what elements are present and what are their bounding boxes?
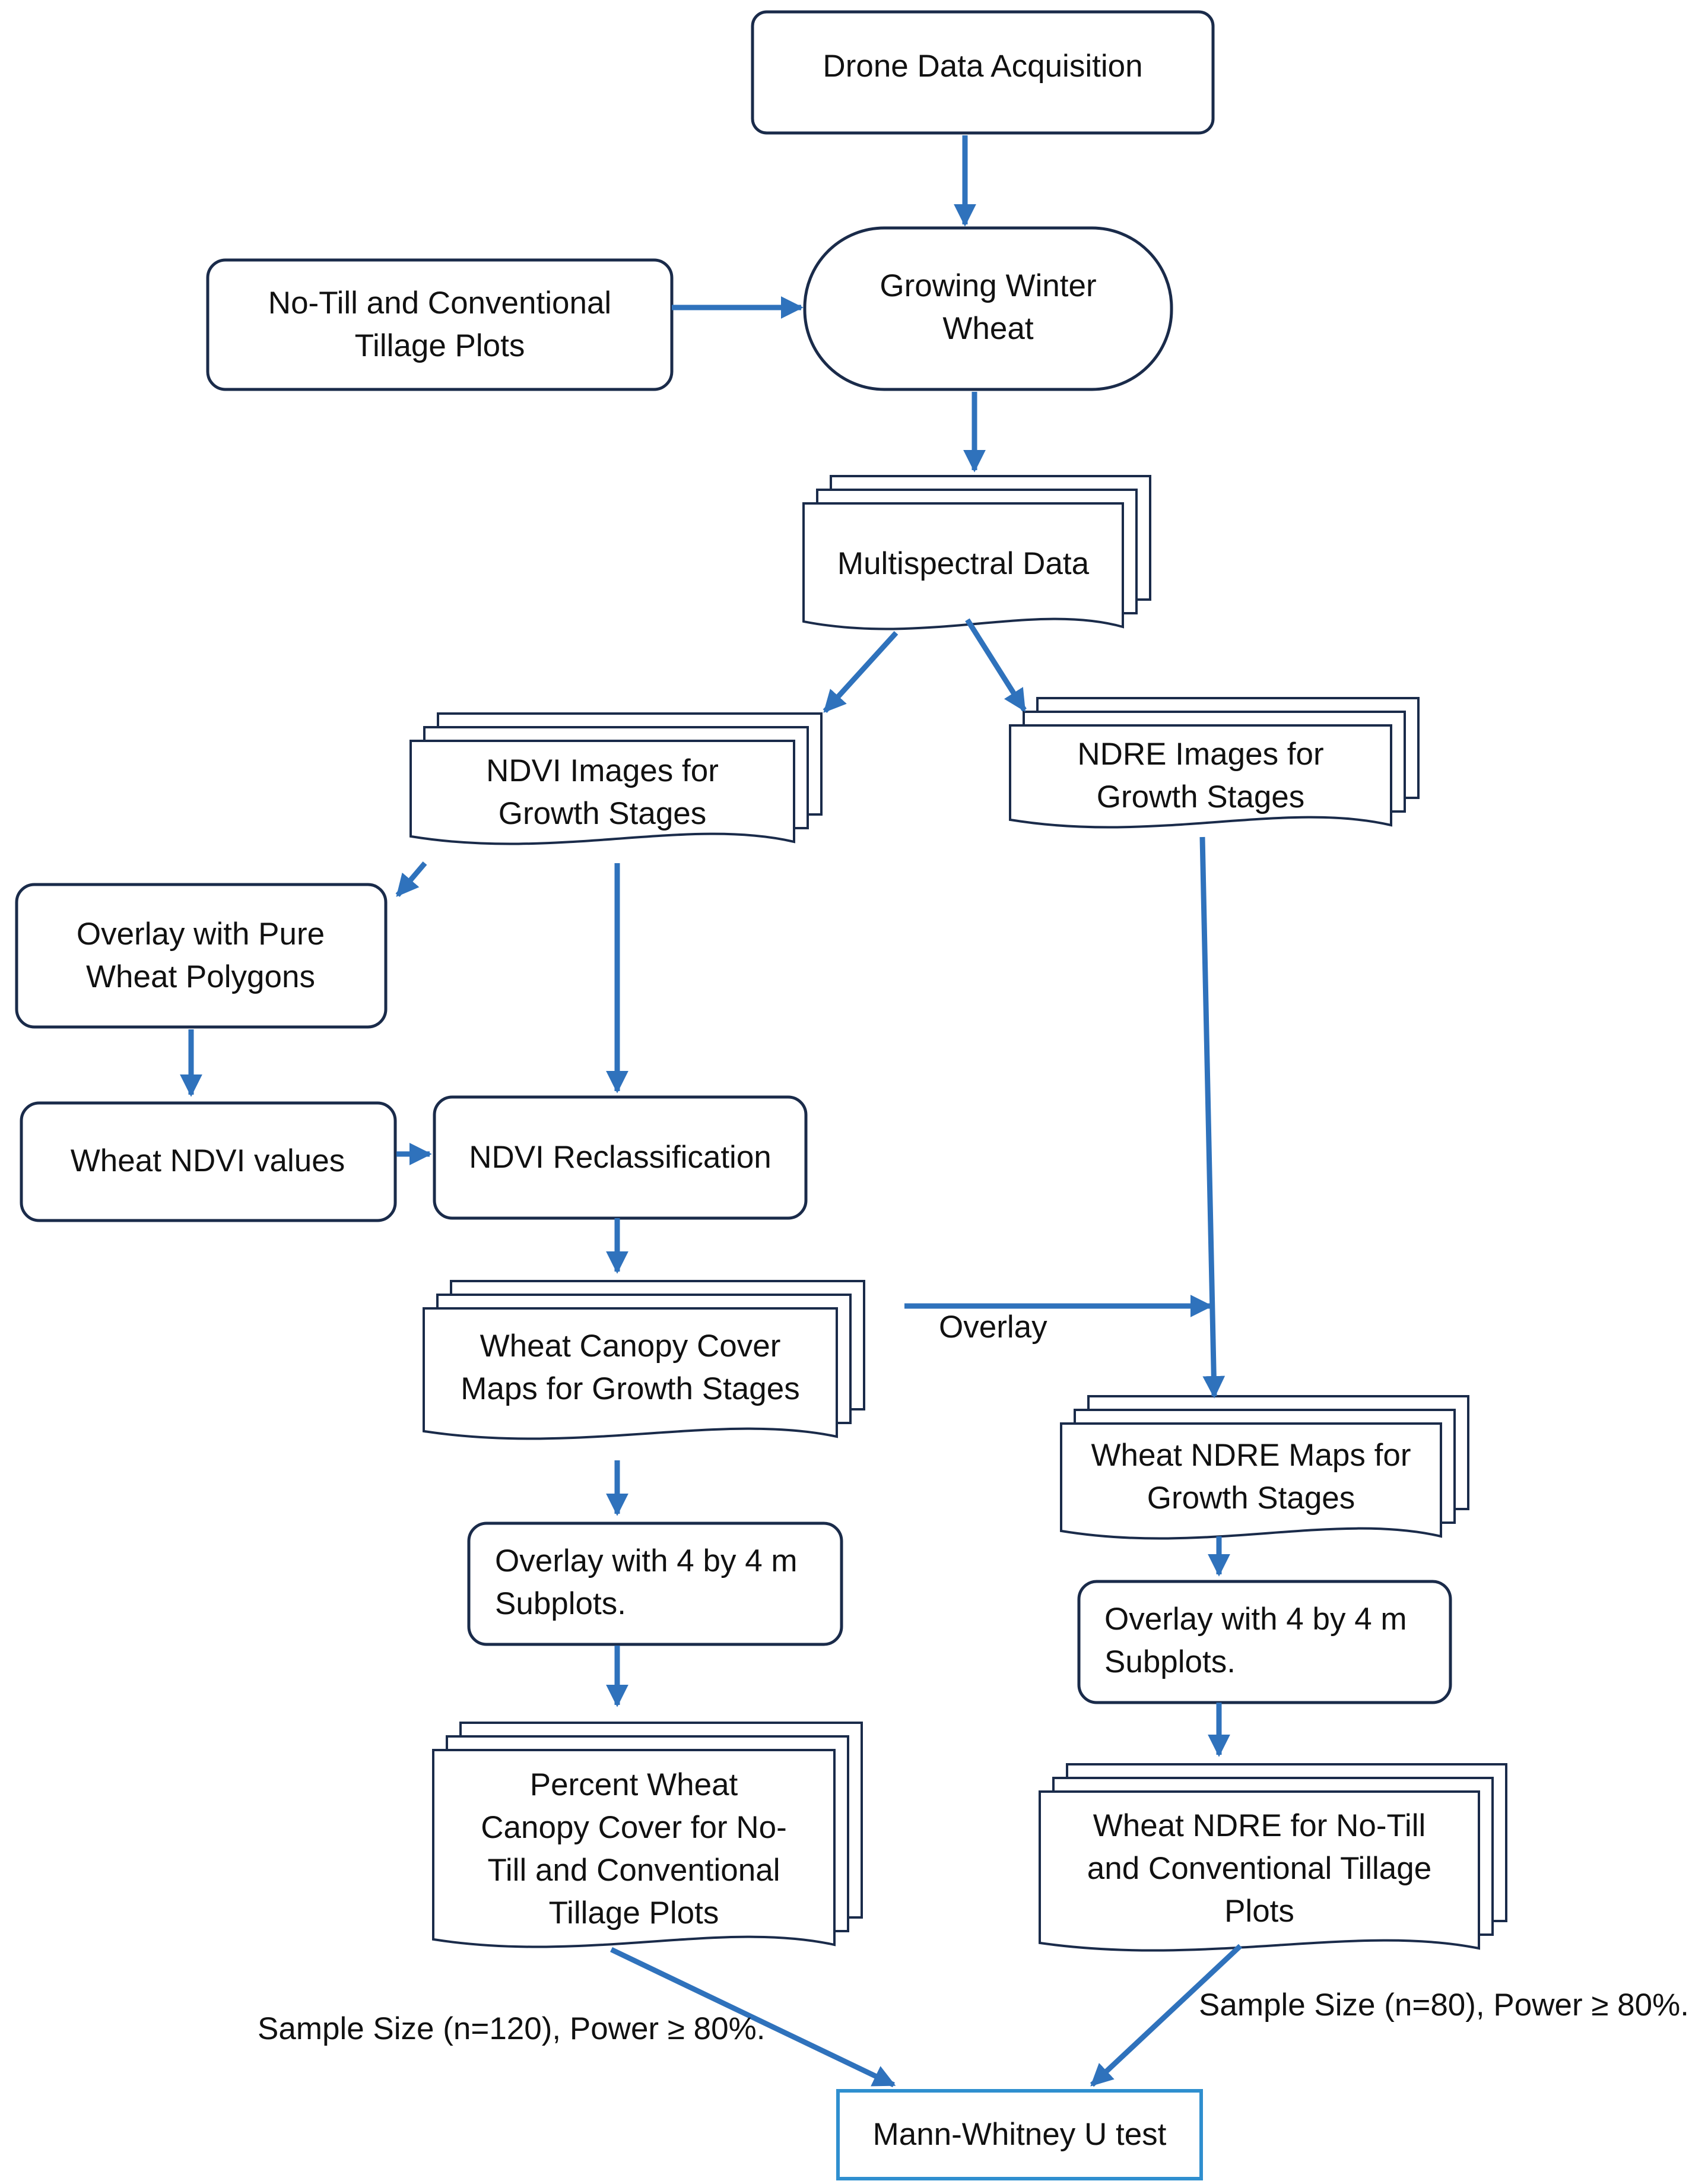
node-mann-whitney-u-test: Mann-Whitney U test: [838, 2092, 1201, 2177]
multidoc-ndre-images-front: [1009, 724, 1392, 829]
node-drone-data-acquisition: Drone Data Acquisition: [753, 12, 1213, 121]
box-notill-conventional-plots: [206, 258, 674, 391]
node-wheat-ndvi-values-label: Wheat NDVI values: [70, 1143, 345, 1178]
arrow-ndvi-to-overlay-pure: [395, 861, 427, 897]
node-notill-conventional-plots: No-Till and Conventional Tillage Plots: [208, 260, 672, 389]
node-ndre-maps: Wheat NDRE Maps for Growth Stages: [1061, 1425, 1441, 1529]
node-ndre-images: NDRE Images for Growth Stages: [1010, 725, 1391, 826]
multidoc-ndre-notill-conventional-front: [1039, 1790, 1480, 1952]
arrow-ndre-images-to-ndre-maps: [1199, 836, 1226, 1399]
node-mann-whitney-u-test-label: Mann-Whitney U test: [872, 2117, 1167, 2152]
edge-label-sample-size-right: Sample Size (n=80), Power ≥ 80%.: [1199, 1988, 1689, 2023]
arrow-percent-to-mann-whitney: [610, 1947, 896, 2088]
multidoc-percent-canopy-cover-front: [432, 1749, 836, 1948]
node-overlay-subplots-left-label: Overlay with 4 by 4 m Subplots.: [495, 1543, 798, 1621]
multidoc-canopy-cover-maps-front: [423, 1307, 838, 1440]
node-drone-data-acquisition-label: Drone Data Acquisition: [823, 49, 1143, 84]
arrow-ndre-notill-to-mann-whitney: [1090, 1944, 1243, 2087]
node-growing-winter-wheat: Growing Winter Wheat: [805, 228, 1171, 387]
node-ndvi-reclassification-label: NDVI Reclassification: [469, 1140, 772, 1175]
arrow-multispectral-to-ndvi: [823, 630, 899, 714]
edge-label-overlay: Overlay: [939, 1310, 1047, 1345]
arrow-multispectral-to-ndre: [965, 618, 1027, 712]
box-mann-whitney-u-test: [836, 2089, 1203, 2180]
node-overlay-subplots-right: Overlay with 4 by 4 m Subplots.: [1079, 1581, 1450, 1700]
node-growing-winter-wheat-label: Growing Winter Wheat: [880, 268, 1097, 346]
node-overlay-subplots-right-label: Overlay with 4 by 4 m Subplots.: [1104, 1602, 1407, 1679]
node-multispectral-data: Multispectral Data: [804, 505, 1123, 623]
node-ndvi-images: NDVI Images for Growth Stages: [411, 742, 794, 843]
node-canopy-cover-maps: Wheat Canopy Cover Maps for Growth Stage…: [424, 1308, 837, 1427]
box-overlay-pure-wheat: [15, 883, 388, 1029]
node-ndvi-images-label: NDVI Images for Growth Stages: [486, 753, 719, 831]
node-ndvi-reclassification: NDVI Reclassification: [434, 1098, 806, 1217]
node-multispectral-data-label: Multispectral Data: [837, 546, 1090, 581]
box-ndvi-reclassification: [433, 1095, 808, 1220]
box-overlay-subplots-left: [467, 1521, 843, 1646]
edge-label-sample-size-left: Sample Size (n=120), Power ≥ 80%.: [258, 2011, 766, 2046]
node-ndre-images-label: NDRE Images for Growth Stages: [1077, 737, 1324, 814]
box-wheat-ndvi-values: [20, 1101, 397, 1222]
node-wheat-ndvi-values: Wheat NDVI values: [21, 1104, 394, 1218]
multidoc-multispectral-data-front: [802, 502, 1124, 630]
node-notill-conventional-plots-label: No-Till and Conventional Tillage Plots: [268, 286, 612, 363]
node-ndre-maps-label: Wheat NDRE Maps for Growth Stages: [1091, 1438, 1411, 1516]
multidoc-ndvi-images-front: [409, 740, 795, 845]
node-canopy-cover-maps-label: Wheat Canopy Cover Maps for Growth Stage…: [461, 1329, 800, 1406]
terminator-growing-winter-wheat: [803, 226, 1173, 391]
node-percent-canopy-cover: Percent Wheat Canopy Cover for No-Till a…: [433, 1757, 834, 1941]
node-overlay-subplots-left: Overlay with 4 by 4 m Subplots.: [469, 1523, 842, 1642]
box-drone-data-acquisition: [751, 10, 1215, 135]
multidoc-ndre-maps-front: [1060, 1422, 1442, 1540]
node-overlay-pure-wheat-label: Overlay with Pure Wheat Polygons: [76, 917, 325, 994]
node-ndre-notill-conventional-label: Wheat NDRE for No-Till and Conventional …: [1087, 1808, 1432, 1929]
node-ndre-notill-conventional: Wheat NDRE for No-Till and Conventional …: [1040, 1792, 1479, 1946]
box-overlay-subplots-right: [1077, 1580, 1452, 1704]
node-percent-canopy-cover-label: Percent Wheat Canopy Cover for No-Till a…: [481, 1767, 787, 1931]
node-overlay-pure-wheat: Overlay with Pure Wheat Polygons: [17, 885, 385, 1027]
